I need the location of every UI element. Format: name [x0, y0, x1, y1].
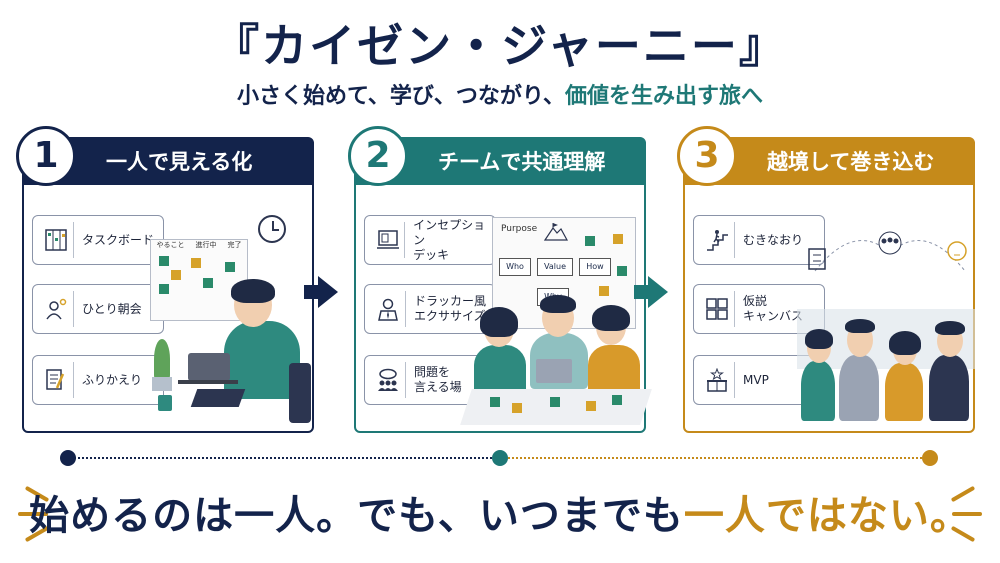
- item-label: MVP: [743, 372, 769, 387]
- closing-message-prefix: 始めるのは一人。でも、いつまでも: [29, 493, 684, 539]
- businessman-icon: [371, 291, 406, 327]
- item-inception-deck: インセプション デッキ: [364, 215, 496, 265]
- gift-star-icon: [700, 362, 735, 398]
- arrow-right-icon: [634, 276, 668, 308]
- notepad-pencil-icon: [39, 362, 74, 398]
- step-number-2: 2: [348, 126, 408, 186]
- board-column-doing: 進行中: [195, 241, 217, 249]
- whiteboard-box-how: How: [579, 258, 611, 276]
- page-title: 『カイゼン・ジャーニー』: [213, 19, 787, 73]
- timeline-dot-2: [492, 450, 508, 466]
- item-label: インセプション デッキ: [413, 217, 486, 262]
- item-label: 問題を 言える場: [414, 365, 462, 394]
- item-solo-standup: ひとり朝会: [32, 284, 164, 334]
- item-retrospective: ふりかえり: [32, 355, 164, 405]
- progress-timeline: [60, 448, 940, 468]
- stairs-climber-icon: [700, 222, 735, 258]
- person-at-laptop-illustration: [152, 279, 314, 429]
- clock-icon: [258, 215, 286, 243]
- kanban-board-icon: [39, 222, 74, 258]
- page-subtitle: 小さく始めて、学び、つながり、価値を生み出す旅へ: [0, 78, 1000, 110]
- board-column-todo: やること: [156, 241, 185, 249]
- step-panel-1: 一人で見える化 タスクボード ひとり朝会 ふりかえり やること 進行中 完了: [22, 137, 314, 433]
- item-reorientation: むきなおり: [693, 215, 825, 265]
- whiteboard-box-who: Who: [499, 258, 531, 276]
- item-label: 仮説 キャンバス: [743, 294, 804, 323]
- timeline-dot-1: [60, 450, 76, 466]
- mountain-flag-icon: [543, 223, 569, 241]
- kanban-board-illustration: やること 進行中 完了: [150, 239, 248, 321]
- arrow-right-icon: [304, 276, 338, 308]
- whiteboard-heading: Purpose: [501, 224, 538, 234]
- board-column-done: 完了: [227, 241, 242, 249]
- team-meeting-illustration: [460, 289, 652, 429]
- step-panel-2: チームで共通理解 インセプション デッキ ドラッカー風 エクササイズ 問題を 言…: [354, 137, 652, 433]
- item-label: ふりかえり: [82, 372, 143, 387]
- item-drucker-exercise: ドラッカー風 エクササイズ: [364, 284, 496, 334]
- timeline-dot-3: [922, 450, 938, 466]
- closing-message-accent: 一人ではない。: [683, 493, 971, 539]
- step-number-1: 1: [16, 126, 76, 186]
- item-label: タスクボード: [82, 232, 155, 247]
- whiteboard-box-value: Value: [537, 258, 573, 276]
- item-label: ドラッカー風 エクササイズ: [414, 294, 487, 323]
- step-panel-3: 越境して巻き込む むきなおり 仮説 キャンバス MVP: [683, 137, 975, 433]
- step-number-3: 3: [677, 126, 737, 186]
- canvas-grid-icon: [700, 291, 735, 327]
- slide-deck-icon: [371, 222, 406, 258]
- item-label: むきなおり: [743, 232, 804, 247]
- network-arcs-illustration: [808, 231, 967, 272]
- person-sun-icon: [39, 291, 74, 327]
- item-task-board: タスクボード: [32, 215, 164, 265]
- subtitle-prefix: 小さく始めて、学び、つながり、: [236, 84, 565, 109]
- subtitle-accent: 価値を生み出す旅へ: [565, 84, 764, 109]
- item-label: ひとり朝会: [82, 301, 142, 316]
- speech-group-icon: [371, 362, 406, 398]
- collaborators-illustration: [797, 289, 975, 429]
- closing-message: 始めるのは一人。でも、いつまでも一人ではない。: [0, 483, 1000, 541]
